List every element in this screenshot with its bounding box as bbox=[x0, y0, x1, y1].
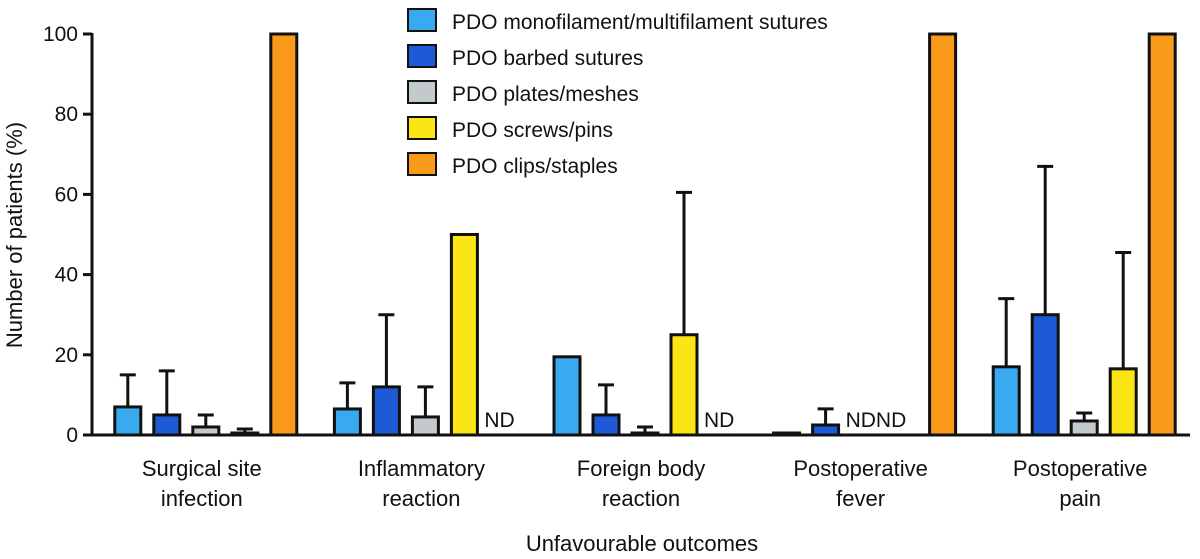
bar bbox=[991, 365, 1021, 437]
nd-label: ND bbox=[704, 409, 734, 432]
bar bbox=[1030, 313, 1060, 437]
x-axis-title: Unfavourable outcomes bbox=[526, 531, 758, 556]
bar bbox=[410, 415, 440, 437]
y-tick-label: 80 bbox=[55, 103, 78, 126]
bar bbox=[230, 431, 260, 437]
nd-label: ND bbox=[484, 409, 514, 432]
legend-label: PDO clips/staples bbox=[452, 155, 618, 178]
y-axis-title: Number of patients (%) bbox=[2, 122, 27, 348]
y-tick-label: 40 bbox=[55, 264, 78, 287]
bar bbox=[591, 413, 621, 437]
bar bbox=[1069, 419, 1099, 437]
bar bbox=[191, 425, 221, 437]
legend-label: PDO plates/meshes bbox=[452, 83, 639, 106]
bars bbox=[113, 32, 1177, 437]
bar bbox=[552, 355, 582, 437]
bar bbox=[449, 233, 479, 437]
bar bbox=[669, 333, 699, 437]
nd-label: NDND bbox=[846, 409, 907, 432]
bar bbox=[332, 407, 362, 437]
y-tick-label: 0 bbox=[66, 424, 78, 447]
y-tick-label: 60 bbox=[55, 183, 78, 206]
legend-label: PDO screws/pins bbox=[452, 119, 613, 142]
bar bbox=[630, 431, 660, 437]
legend: PDO monofilament/multifilament suturesPD… bbox=[407, 8, 828, 178]
bar bbox=[811, 423, 841, 437]
legend-label: PDO barbed sutures bbox=[452, 47, 643, 70]
legend-swatch bbox=[407, 80, 437, 104]
bar bbox=[928, 32, 958, 437]
bar bbox=[1147, 32, 1177, 437]
bar bbox=[269, 32, 299, 437]
bar bbox=[152, 413, 182, 437]
bar bbox=[772, 431, 802, 437]
legend-swatch bbox=[407, 116, 437, 140]
legend-swatch bbox=[407, 152, 437, 176]
bar bbox=[1108, 367, 1138, 437]
legend-label: PDO monofilament/multifilament sutures bbox=[452, 11, 828, 34]
bar bbox=[371, 385, 401, 437]
legend-swatch bbox=[407, 44, 437, 68]
bar bbox=[113, 405, 143, 437]
y-tick-label: 100 bbox=[43, 23, 78, 46]
legend-swatch bbox=[407, 8, 437, 32]
y-tick-label: 20 bbox=[55, 344, 78, 367]
